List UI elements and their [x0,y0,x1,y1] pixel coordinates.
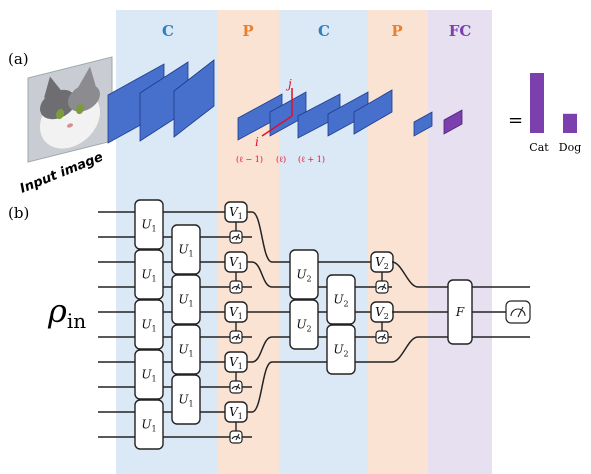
gate-u1-b3: U1 [171,324,201,375]
gate-u2-3: U2 [326,274,356,325]
gate-v2-2: V2 [370,301,394,323]
gate-u2-2: U2 [289,299,319,350]
cat-photo-icon [27,56,113,163]
gate-v1-4: V1 [224,351,248,373]
band-label-conv-1: C [162,22,174,40]
band-pool-1 [218,10,279,474]
gate-v1-5: V1 [224,401,248,423]
gate-u1-a2: U1 [134,249,164,300]
measurement-icon-p2-1 [375,280,389,294]
gate-u1-a5: U1 [134,399,164,450]
gate-u1-b1: U1 [171,224,201,275]
output-bar-cat [530,73,544,133]
svg-text:F: F [455,305,465,319]
equals-sign: = [508,110,523,131]
measurement-icon-p1-3 [229,330,243,344]
band-label-pool-1: P [242,22,253,40]
wire-l2-q2 [251,261,392,288]
panel-b-label: (b) [8,204,29,222]
index-j-label: j [285,77,292,91]
conv1-slab-3 [173,59,215,138]
pool2-slab [413,111,433,137]
output-bar-dog [563,113,577,133]
measurement-icon-p1-1 [229,230,243,244]
measurement-icon-p1-4 [229,380,243,394]
gate-v1-2: V1 [224,251,248,273]
output-label-dog: Dog [559,141,581,154]
measurement-icon-p2-2 [375,330,389,344]
layer-curr-label: (ℓ) [276,155,286,164]
output-label-cat: Cat [529,141,549,154]
gate-v1-3: V1 [224,301,248,323]
layer-prev-label: (ℓ − 1) [236,155,263,164]
output-bars: Cat Dog [529,73,581,154]
panel-a-label: (a) [8,50,29,68]
gate-u1-b4: U1 [171,374,201,425]
wire-l3-q3 [391,336,530,363]
measurement-icon-p1-5 [229,430,243,444]
gate-f: F [447,279,473,345]
wire-l2-q5 [251,361,392,413]
qcnn-circuit: U1U1U1U1U1U1U1U1U1V1V1V1V1V1U2U2U2U2V2V2… [98,199,531,450]
fc-slab [443,109,463,135]
gate-u1-b2: U1 [171,274,201,325]
layer-next-label: (ℓ + 1) [298,155,325,164]
index-axes [261,88,293,137]
gate-v1-1: V1 [224,201,248,223]
wire-l2-q1 [251,211,392,263]
measurement-icon-p1-2 [229,280,243,294]
band-pool-2 [368,10,428,474]
gate-u2-1: U2 [289,249,319,300]
band-conv-2 [279,10,368,474]
gate-u1-a1: U1 [134,199,164,250]
index-i-label: i [255,135,259,149]
band-label-pool-2: P [391,22,402,40]
wire-l2-q4 [251,336,392,363]
gate-u2-4: U2 [326,324,356,375]
band-label-conv-2: C [318,22,330,40]
band-fc [428,10,492,474]
gate-v2-1: V2 [370,251,394,273]
conv2-slab-3 [353,89,393,135]
gate-u1-a3: U1 [134,299,164,350]
meter-icon [505,300,531,324]
gate-u1-a4: U1 [134,349,164,400]
rho-in-label: ρin [47,292,86,333]
rho-in-subscript: in [67,309,86,333]
band-label-fc: FC [449,22,472,40]
wire-l3-q1 [391,261,530,288]
